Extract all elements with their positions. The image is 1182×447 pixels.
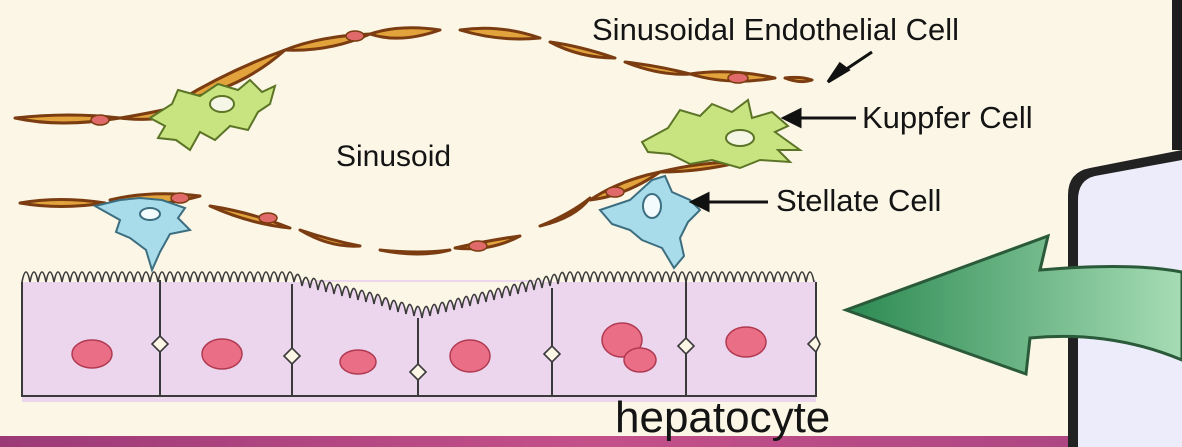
stellate-nucleus-right [643,194,661,218]
stellate-nucleus-left [140,208,160,220]
stellate-cell-label: Stellate Cell [776,183,941,219]
kupffer-cell-label: Kuppfer Cell [862,100,1033,136]
sinusoid-label: Sinusoid [336,140,451,174]
kupffer-nucleus-right [726,130,754,146]
right-edge-bar [1172,0,1182,150]
sinusoidal-endothelial-cell-label: Sinusoidal Endothelial Cell [592,12,959,48]
stellate-cell-left [95,198,190,270]
hepatocyte-label: hepatocyte [615,393,830,443]
bottom-strip [0,436,1182,447]
hepatocyte-row [22,272,820,402]
kupffer-nucleus-left [210,96,234,112]
kupffer-cell-right [642,100,800,168]
arrow-left-icon-kupffer [784,110,856,126]
arrow-left-icon-stellate [692,194,768,210]
kupffer-cell-left [150,80,275,150]
arrow-left-icon-endothelial [828,52,872,82]
